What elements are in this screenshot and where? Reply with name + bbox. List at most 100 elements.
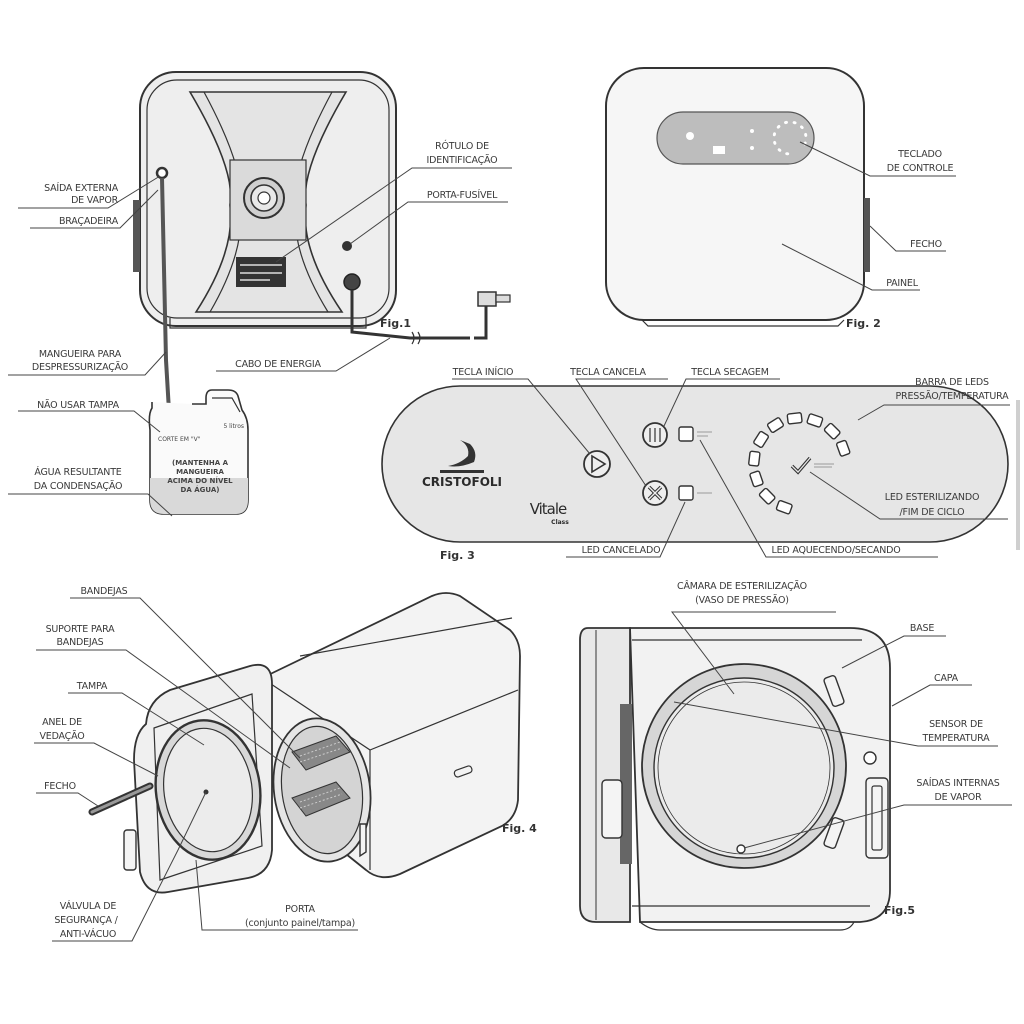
leader-led-esterilizando — [809, 471, 1008, 520]
fig3-pressure-led — [786, 412, 803, 425]
fig1-plug-pin — [495, 294, 511, 303]
fig4-door-hinge — [123, 829, 137, 871]
fig5-side-latch-inner — [871, 785, 883, 851]
label-base: BASE — [910, 623, 934, 634]
fig2-logo-mark — [686, 132, 694, 140]
fig2-ring-led — [804, 132, 808, 137]
fig1-jug-note-line: DA ÁGUA) — [181, 485, 220, 494]
fig1-jug-volume: 5 litros — [223, 423, 244, 430]
fig1-side-latch — [133, 200, 140, 272]
leader-porta-fusivel — [349, 201, 508, 245]
label-sensor-2: TEMPERATURA — [922, 733, 991, 744]
fig5-chamber-clamp-bottom — [823, 816, 845, 850]
fig1-jug-note-line: MANGUEIRA — [176, 468, 224, 476]
label-porta-fusivel: PORTA-FUSÍVEL — [427, 189, 498, 201]
label-suporte: SUPORTE PARA — [46, 624, 116, 635]
fig3-control-panel: CRISTOFOLI Vitale Class TECLA INÍCIO TEC… — [381, 366, 1020, 562]
label-camara-2: (VASO DE PRESSÃO) — [695, 595, 789, 606]
label-tecla-secagem: TECLA SECAGEM — [690, 367, 768, 378]
label-tecla-cancela: TECLA CANCELA — [569, 367, 646, 378]
fig4-door-inner-frame — [153, 693, 263, 881]
fig5-caption: Fig.5 — [884, 904, 915, 917]
fig3-pressure-led — [753, 430, 769, 449]
fig1-jug-note-line: ACIMA DO NÍVEL — [167, 476, 233, 485]
fig2-ring-led — [784, 120, 788, 125]
fig2-ring-led — [792, 121, 797, 125]
fig4-side-badge — [453, 765, 473, 778]
fig2-ring-led — [777, 148, 782, 152]
fig4-tray-perforation — [299, 741, 343, 809]
fig2-housing — [605, 67, 865, 321]
fig3-brand-name: CRISTOFOLI — [422, 475, 502, 489]
label-led-esterilizando: LED ESTERILIZANDO — [885, 492, 979, 503]
leader-camara — [670, 611, 836, 695]
label-saidas-2: DE VAPOR — [935, 792, 983, 803]
fig1-rear-view: 5 litros CORTE EM "V" (MANTENHA A MANGUE… — [8, 71, 512, 517]
leader-led-aquecendo — [699, 439, 938, 558]
fig3-pressure-temperature-led-bar — [748, 412, 851, 515]
fig3-model-name: Vitale — [530, 500, 567, 518]
fig1-fuse-holder — [342, 241, 352, 251]
fig1-jug-handle — [212, 397, 241, 413]
label-cabo-energia: CABO DE ENERGIA — [235, 359, 321, 370]
leader-capa — [891, 684, 972, 707]
label-tecla-inicio: TECLA INÍCIO — [452, 366, 514, 378]
fig1-cable-break-mark — [411, 331, 421, 345]
heat-waves-icon — [649, 428, 661, 442]
label-valvula: VÁLVULA DE — [60, 900, 117, 912]
label-bandejas: BANDEJAS — [80, 586, 127, 597]
label-rotulo-2: IDENTIFICAÇÃO — [427, 155, 498, 166]
leader-teclado — [799, 141, 956, 177]
leader-tecla-cancela — [575, 378, 668, 487]
label-agua-resultante: ÁGUA RESULTANTE — [34, 466, 121, 478]
leader-tampa — [68, 692, 205, 746]
fig2-ring-led — [800, 125, 804, 130]
label-teclado-2: DE CONTROLE — [887, 163, 954, 174]
fig4-caption: Fig. 4 — [502, 822, 537, 835]
fig2-led — [750, 146, 754, 150]
fig3-panel-outline — [381, 385, 1009, 543]
fig1-round-port-core — [257, 191, 271, 205]
vertical-side-text — [1016, 400, 1020, 550]
leader-painel — [781, 243, 920, 291]
fig1-center-plate — [229, 159, 307, 241]
fig5-chamber-clamp-top — [823, 674, 845, 708]
leader-suporte — [36, 649, 291, 769]
fig5-internal-steam-outlet — [736, 844, 746, 854]
fig3-start-key[interactable] — [583, 450, 611, 478]
fig4-latch-handle-highlight — [90, 784, 152, 814]
label-barra-leds-2: PRESSÃO/TEMPERATURA — [896, 391, 1010, 402]
leader-porta — [195, 859, 358, 931]
label-saida-externa-2: DE VAPOR — [71, 195, 119, 206]
leader-fecho-fig2 — [869, 225, 946, 252]
leader-rotulo — [275, 167, 512, 263]
fig3-pressure-led — [775, 499, 793, 515]
fig4-lid — [162, 727, 254, 853]
label-anel-2: VEDAÇÃO — [39, 731, 84, 742]
fig2-ring-led — [776, 125, 781, 129]
label-fecho-fig4: FECHO — [44, 781, 76, 792]
fig1-power-plug — [477, 291, 497, 307]
cancel-x-icon-inner — [648, 486, 662, 500]
fig3-led-heating-drying — [678, 426, 694, 442]
label-barra-leds: BARRA DE LEDS — [915, 377, 989, 388]
fig2-ring-led — [785, 152, 790, 156]
fig1-condensate-water — [150, 478, 248, 514]
fig4-tray-lower — [291, 781, 351, 817]
fig3-model-sub: Class — [551, 519, 569, 526]
fig4-body-top-edge — [299, 617, 513, 657]
fig3-pressure-led — [749, 470, 764, 488]
label-valvula-3: ANTI-VÁCUO — [60, 928, 116, 940]
fig5-foot — [639, 921, 855, 931]
fig3-pressure-led — [806, 413, 824, 428]
fig4-open-perspective: BANDEJAS SUPORTE PARA BANDEJAS TAMPA ANE… — [34, 586, 537, 942]
leader-tecla-secagem — [663, 378, 780, 427]
fig2-front-view: TECLADO DE CONTROLE FECHO PAINEL Fig. 2 — [605, 67, 956, 330]
fig3-pressure-led — [748, 450, 761, 467]
fig1-foot — [169, 318, 367, 329]
label-led-esterilizando-2: /FIM DE CICLO — [900, 507, 965, 518]
fig1-caption: Fig.1 — [380, 317, 411, 330]
fig5-door-edge — [579, 627, 631, 923]
fig2-ring-led — [773, 140, 777, 145]
